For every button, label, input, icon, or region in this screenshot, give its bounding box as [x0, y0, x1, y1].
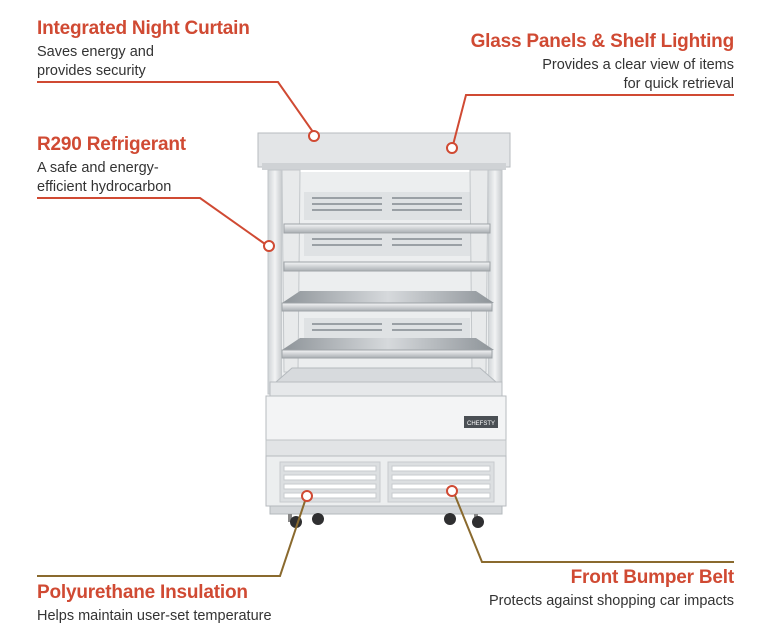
perforated-back-panels: [304, 192, 470, 340]
svg-text:CHEFSTY: CHEFSTY: [467, 421, 495, 427]
callout-title: Glass Panels & Shelf Lighting: [470, 31, 735, 52]
shelves: [281, 223, 494, 359]
brand-badge: [464, 416, 498, 428]
callout-title: Integrated Night Curtain: [37, 18, 250, 39]
callout-title: Front Bumper Belt: [570, 567, 735, 588]
callout-description: Provides a clear view of items for quick…: [542, 56, 734, 92]
callout-bumper: Front Bumper Belt Protects against shopp…: [489, 567, 734, 611]
callout-description: A safe and energy- efficient hydrocarbon: [37, 159, 172, 195]
louver-grille: [279, 461, 495, 503]
casters: [288, 513, 484, 528]
callout-glass-panels: Glass Panels & Shelf Lighting Provides a…: [470, 31, 735, 94]
top-canopy: [257, 132, 511, 170]
bottom-plinth: [269, 505, 503, 515]
callout-title: R290 Refrigerant: [37, 134, 186, 155]
callout-refrigerant: R290 Refrigerant A safe and energy- effi…: [37, 134, 186, 197]
right-side-panel: [487, 169, 503, 395]
callout-description: Protects against shopping car impacts: [488, 592, 734, 609]
callout-insulation: Polyurethane Insulation Helps maintain u…: [37, 582, 272, 626]
callout-description: Helps maintain user-set temperature: [37, 607, 272, 624]
bottom-deck: [269, 367, 503, 397]
callout-description: Saves energy and provides security: [37, 43, 154, 79]
left-side-panel: [267, 169, 283, 395]
callout-night-curtain: Integrated Night Curtain Saves energy an…: [37, 18, 250, 81]
callout-title: Polyurethane Insulation: [37, 582, 248, 603]
